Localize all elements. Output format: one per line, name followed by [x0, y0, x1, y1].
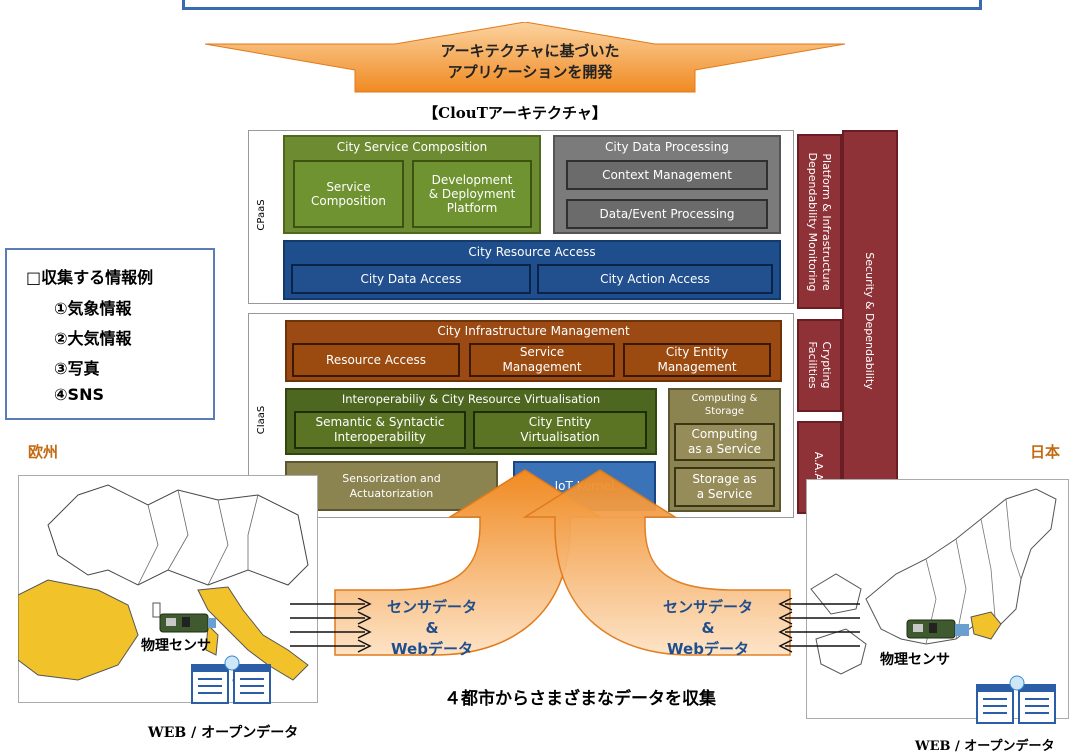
top-arrow-line1: アーキテクチャに基づいた — [440, 42, 620, 60]
infra-management-title: City Infrastructure Management — [437, 324, 630, 338]
left-input-arrows — [290, 598, 372, 653]
interop-title: Interoperabiliy & City Resource Virtuali… — [341, 392, 601, 406]
top-arrow-line2: アプリケーションを開発 — [447, 63, 613, 81]
platform-monitoring-box — [797, 134, 842, 309]
japan-web-icon — [976, 675, 1056, 724]
info-item: ③写真 — [54, 359, 100, 378]
europe-label: 欧州 — [28, 443, 59, 461]
europe-sensor-device — [159, 613, 216, 633]
security-dependability-label: Security & Dependability — [863, 252, 877, 390]
city-service-composition-title: City Service Composition — [336, 140, 488, 154]
top-arrow — [205, 22, 845, 93]
city-data-access-box: City Data Access — [291, 264, 531, 294]
data-flow-arrows — [334, 469, 791, 656]
dev-platform-box: Development & Deployment Platform — [412, 160, 532, 228]
context-management-box: Context Management — [566, 160, 768, 190]
bottom-caption: ４都市からさまざまなデータを収集 — [444, 688, 716, 709]
data-right-line1: センサデータ — [662, 597, 753, 616]
info-box — [5, 248, 215, 420]
city-data-processing-title: City Data Processing — [605, 140, 729, 154]
data-text-left: センサデータ & Webデータ — [372, 596, 492, 660]
computing-storage-title: Computing & Storage — [691, 393, 758, 417]
data-right-line3: Webデータ — [667, 639, 749, 658]
semantic-interop-box: Semantic & Syntactic Interoperability — [294, 411, 466, 449]
resource-access-box: Resource Access — [292, 343, 460, 377]
japan-map — [806, 479, 1069, 719]
data-right-line2: & — [701, 618, 715, 637]
entity-virtualisation-box: City Entity Virtualisation — [473, 411, 647, 449]
ciaas-label: CIaaS — [255, 405, 267, 435]
top-banner-edge — [182, 0, 982, 10]
platform-monitoring-label: Platform & Infrastructure Dependability … — [806, 152, 833, 292]
city-entity-management-box: City Entity Management — [623, 343, 771, 377]
cpaas-label: CPaaS — [255, 199, 267, 231]
top-arrow-text: アーキテクチャに基づいた アプリケーションを開発 — [380, 33, 680, 89]
city-action-access-box: City Action Access — [537, 264, 773, 294]
computing-service-box: Computing as a Service — [674, 423, 775, 461]
data-event-processing-box: Data/Event Processing — [566, 199, 768, 229]
arch-title: 【ClouTアーキテクチャ】 — [423, 103, 607, 122]
europe-map — [18, 475, 318, 703]
info-item: ②大気情報 — [54, 329, 132, 348]
data-left-line1: センサデータ — [386, 597, 477, 616]
info-item: ①気象情報 — [54, 299, 132, 318]
europe-web-label: WEB / オープンデータ — [148, 725, 299, 741]
japan-sensor-label: 物理センサ — [880, 652, 950, 668]
data-left-line3: Webデータ — [391, 639, 473, 658]
data-text-right: センサデータ & Webデータ — [648, 596, 768, 660]
japan-sensor-device — [906, 619, 969, 639]
crypting-label: Crypting Facilities — [806, 341, 833, 389]
crypting-box — [797, 319, 842, 412]
service-composition-box: Service Composition — [293, 160, 404, 228]
service-management-box: Service Management — [469, 343, 615, 377]
japan-label: 日本 — [1030, 443, 1061, 461]
japan-web-label: WEB / オープンデータ — [915, 739, 1055, 754]
storage-service-box: Storage as a Service — [674, 467, 775, 507]
city-resource-access-title: City Resource Access — [468, 245, 596, 259]
info-box-title: □収集する情報例 — [26, 268, 154, 287]
info-item: ④SNS — [54, 385, 104, 404]
data-left-line2: & — [425, 618, 439, 637]
security-dependability-column — [842, 130, 898, 513]
europe-sensor-label: 物理センサ — [141, 638, 211, 654]
right-input-arrows — [778, 598, 860, 653]
europe-web-icon — [191, 655, 271, 704]
